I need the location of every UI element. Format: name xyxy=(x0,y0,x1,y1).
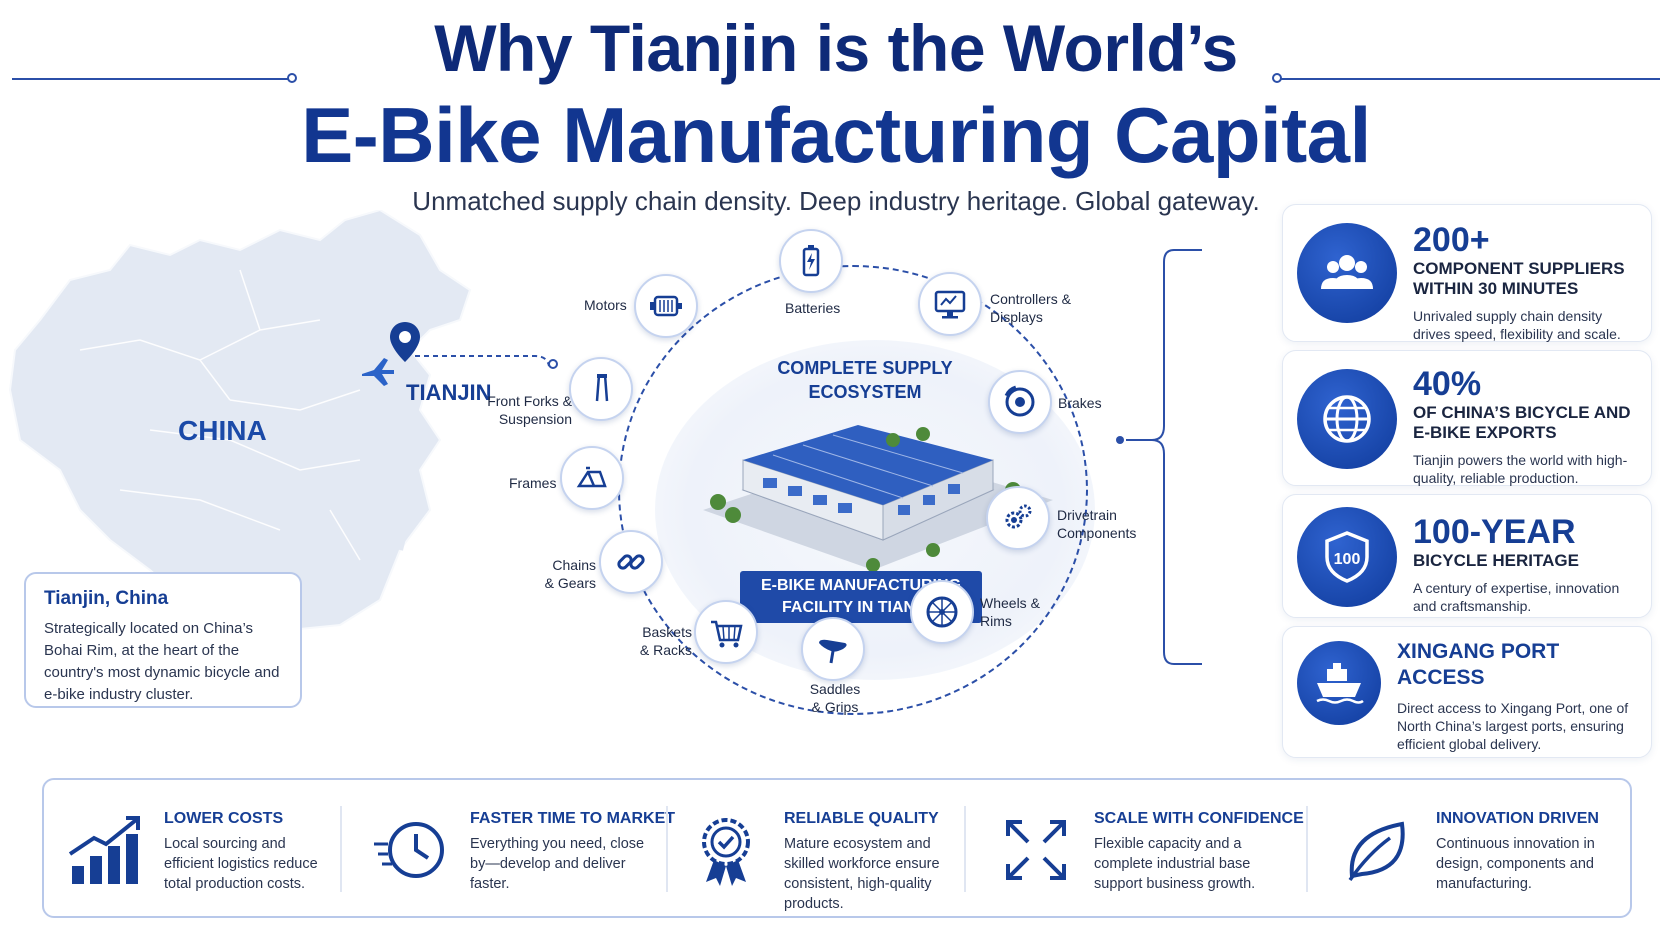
location-card: Tianjin, China Strategically located on … xyxy=(24,572,302,708)
component-label-baskets: Baskets & Racks xyxy=(639,624,692,658)
stat-body-port: Direct access to Xingang Port, one of No… xyxy=(1397,700,1629,752)
component-label-batteries: Batteries xyxy=(785,300,841,316)
stat-card-exports: 40% OF CHINA’S BICYCLE AND E-BIKE EXPORT… xyxy=(1282,350,1652,486)
motor-icon xyxy=(634,274,698,338)
page-subtitle: Unmatched supply chain density. Deep ind… xyxy=(412,186,1260,216)
benefit-lower-costs: LOWER COSTS Local sourcing and efficient… xyxy=(44,780,344,916)
benefit-title-3: SCALE WITH CONFIDENCE xyxy=(1094,810,1304,827)
component-label-controllers: Controllers & Displays xyxy=(990,291,1071,325)
chain-icon xyxy=(599,530,663,594)
component-label-drivetrain: Drivetrain Components xyxy=(1057,507,1137,541)
tianjin-connector xyxy=(415,355,558,369)
benefit-title-1: FASTER TIME TO MARKET xyxy=(470,810,676,827)
benefit-text-3: Flexible capacity and a complete industr… xyxy=(1094,836,1256,892)
benefit-text-4: Continuous innovation in design, compone… xyxy=(1436,836,1595,892)
benefit-title-4: INNOVATION DRIVEN xyxy=(1436,810,1599,827)
stat-value-suppliers: 200+ xyxy=(1413,221,1490,259)
leaf-icon xyxy=(1348,821,1405,881)
tianjin-label: TIANJIN xyxy=(406,380,492,405)
benefits-bar: LOWER COSTS Local sourcing and efficient… xyxy=(42,778,1632,918)
bar-growth-icon xyxy=(68,816,140,884)
component-label-brakes: Brakes xyxy=(1058,395,1102,411)
location-card-text: Strategically located on China’s Bohai R… xyxy=(44,620,280,703)
shield-100-text: 100 xyxy=(1334,551,1361,568)
page-title-line-1: Why Tianjin is the World’s xyxy=(434,11,1238,85)
location-pin-icon xyxy=(390,322,420,362)
benefit-divider xyxy=(340,806,342,892)
component-label-frames: Frames xyxy=(509,475,557,491)
header-rule-left xyxy=(12,78,292,80)
china-map xyxy=(8,210,472,630)
stat-heading-heritage: BICYCLE HERITAGE xyxy=(1413,551,1579,570)
factory-building-illustration xyxy=(703,425,1053,572)
stat-card-heritage: 100 100-YEAR BICYCLE HERITAGE A century … xyxy=(1282,494,1652,618)
benefit-title-2: RELIABLE QUALITY xyxy=(784,810,939,827)
benefit-scale: SCALE WITH CONFIDENCE Flexible capacity … xyxy=(974,780,1304,916)
page-title-line-2: E-Bike Manufacturing Capital xyxy=(301,91,1371,179)
stat-heading-suppliers: COMPONENT SUPPLIERS WITHIN 30 MINUTES xyxy=(1413,259,1625,298)
quality-badge-icon xyxy=(702,818,750,886)
frame-icon xyxy=(560,446,624,510)
ecosystem-title: COMPLETE SUPPLY ECOSYSTEM xyxy=(777,358,953,402)
component-label-wheels: Wheels & Rims xyxy=(980,595,1040,629)
stat-card-port: XINGANG PORT ACCESS Direct access to Xin… xyxy=(1282,626,1652,758)
stat-value-heritage: 100-YEAR xyxy=(1413,513,1576,551)
header-rule-right-dot xyxy=(1272,73,1282,83)
benefit-divider xyxy=(964,806,966,892)
benefit-text-1: Everything you need, close by—develop an… xyxy=(470,836,645,892)
stat-body-heritage: A century of expertise, innovation and c… xyxy=(1413,580,1620,614)
benefit-text-2: Mature ecosystem and skilled workforce e… xyxy=(784,836,940,912)
stat-value-exports: 40% xyxy=(1413,365,1482,403)
fork-icon xyxy=(569,357,633,421)
wheel-icon xyxy=(910,580,974,644)
header-rule-left-dot xyxy=(287,73,297,83)
stat-heading-exports: OF CHINA’S BICYCLE AND E-BIKE EXPORTS xyxy=(1413,403,1631,442)
ship-icon xyxy=(1297,641,1381,725)
component-label-chains: Chains & Gears xyxy=(544,557,596,591)
benefit-divider xyxy=(666,806,668,892)
header-rule-right xyxy=(1280,78,1660,80)
monitor-icon xyxy=(918,272,982,336)
component-label-forks: Front Forks & Suspension xyxy=(487,393,572,427)
stats-bracket xyxy=(1116,249,1202,665)
saddle-icon xyxy=(801,617,865,681)
component-label-saddles: Saddles & Grips xyxy=(809,681,861,715)
clock-speed-icon xyxy=(374,822,444,878)
expand-arrows-icon xyxy=(1006,820,1066,880)
globe-icon xyxy=(1297,369,1397,469)
benefit-reliable-quality: RELIABLE QUALITY Mature ecosystem and sk… xyxy=(664,780,964,916)
benefit-divider xyxy=(1306,806,1308,892)
basket-icon xyxy=(694,600,758,664)
shield-100-icon: 100 xyxy=(1297,507,1397,607)
gears-icon xyxy=(986,486,1050,550)
benefit-innovation: INNOVATION DRIVEN Continuous innovation … xyxy=(1316,780,1626,916)
benefit-text-0: Local sourcing and efficient logistics r… xyxy=(164,836,318,892)
airplane-icon xyxy=(362,358,394,386)
benefit-title-0: LOWER COSTS xyxy=(164,810,284,827)
people-icon xyxy=(1297,223,1397,323)
location-card-title: Tianjin, China xyxy=(44,588,169,609)
battery-icon xyxy=(779,229,843,293)
stat-body-exports: Tianjin powers the world with high-quali… xyxy=(1413,452,1628,486)
stat-heading-port: XINGANG PORT ACCESS xyxy=(1397,640,1560,689)
stat-card-suppliers: 200+ COMPONENT SUPPLIERS WITHIN 30 MINUT… xyxy=(1282,204,1652,342)
benefit-faster-time: FASTER TIME TO MARKET Everything you nee… xyxy=(350,780,675,916)
china-label: CHINA xyxy=(178,415,267,446)
brake-disc-icon xyxy=(988,370,1052,434)
component-label-motors: Motors xyxy=(584,297,627,313)
stat-body-suppliers: Unrivaled supply chain density drives sp… xyxy=(1413,308,1621,342)
